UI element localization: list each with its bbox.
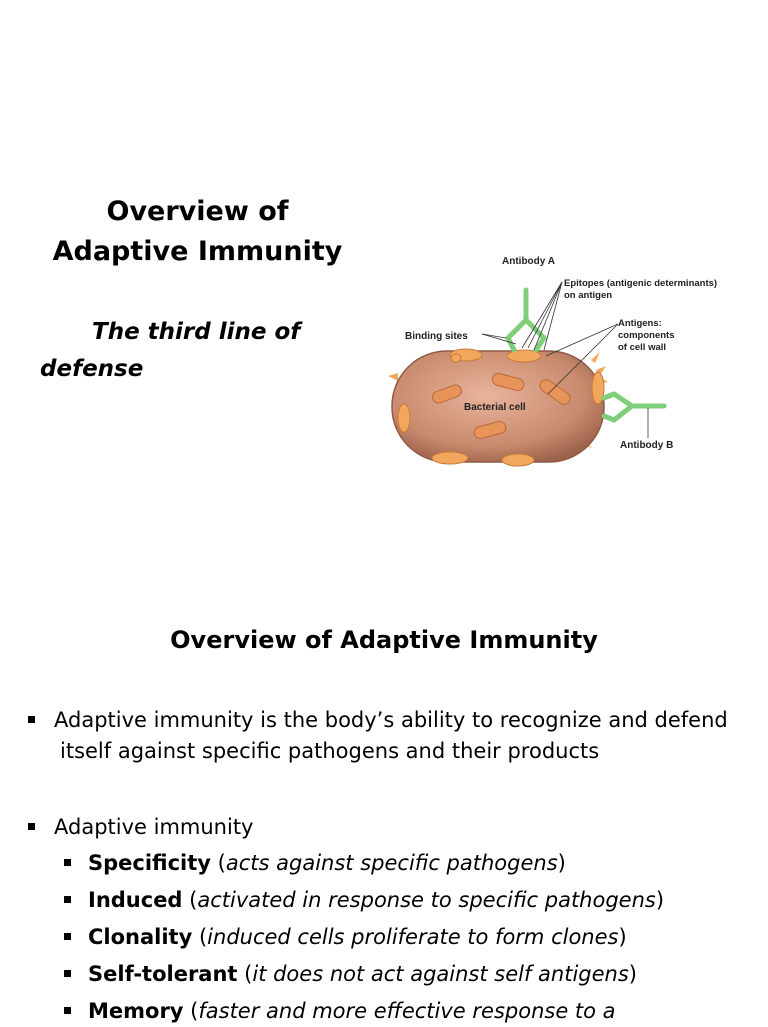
paren-open: ( — [211, 851, 226, 875]
slide-1-subtitle: The third line of defense — [40, 314, 340, 388]
label-epitopes-2: on antigen — [564, 290, 612, 301]
antigen-blobs — [397, 348, 605, 467]
slide-1-title: Overview of Adaptive Immunity — [40, 192, 355, 272]
subtitle-line-1: The third line of — [92, 319, 301, 345]
sub-item-desc: acts against specific pathogens — [225, 851, 558, 875]
sub-item-text: Clonality (induced cells proliferate to … — [88, 922, 627, 953]
label-antibody-b: Antibody B — [620, 440, 673, 451]
subtitle-line-2: defense — [40, 356, 144, 382]
bullet-marker — [64, 933, 71, 940]
sub-item-term: Memory — [88, 999, 184, 1023]
paren-close: ) — [628, 962, 637, 986]
internal-structures — [432, 372, 571, 440]
label-bacterial-cell: Bacterial cell — [464, 402, 526, 413]
sub-item-text: Self-tolerant (it does not act against s… — [88, 959, 637, 990]
sub-item-term: Self-tolerant — [88, 962, 238, 986]
sub-item-text: Specificity (acts against specific patho… — [88, 848, 566, 879]
paren-close: ) — [655, 888, 665, 912]
paren-open: ( — [183, 999, 199, 1023]
leader-lines — [481, 281, 649, 438]
antibody-b-shape — [601, 391, 667, 423]
sub-item-term: Specificity — [88, 851, 211, 875]
sub-item-desc: faster and more effective response to a — [198, 999, 616, 1023]
antibody-a-shape — [505, 287, 547, 353]
bullet-marker — [64, 970, 71, 977]
bullet-marker — [28, 823, 35, 830]
label-antigens-3: of cell wall — [618, 342, 666, 353]
label-epitopes-1: Epitopes (antigenic determinants) — [564, 278, 717, 289]
sub-item-text: Memory (faster and more effective respon… — [88, 996, 616, 1027]
bullet-marker — [64, 1007, 71, 1014]
sub-item-desc: induced cells proliferate to form clones — [207, 925, 619, 949]
paren-open: ( — [192, 925, 208, 949]
slide-2-title: Overview of Adaptive Immunity — [170, 626, 598, 654]
label-antigens-2: components — [618, 330, 674, 341]
bullet-marker — [64, 859, 71, 866]
title-line-1: Overview of — [106, 196, 289, 227]
bullet-1-line-2: itself against specific pathogens and th… — [60, 739, 600, 763]
paren-close: ) — [557, 851, 566, 875]
sub-item-text: Induced (activated in response to specif… — [88, 885, 664, 916]
sub-item-term: Clonality — [88, 925, 193, 949]
paren-close: ) — [618, 925, 627, 949]
bacterial-cell-figure: Antibody A Epitopes (antigenic determina… — [388, 256, 717, 467]
paren-open: ( — [182, 888, 198, 912]
sub-item-term: Induced — [88, 888, 183, 912]
label-binding-sites: Binding sites — [405, 331, 468, 342]
title-line-2: Adaptive Immunity — [52, 236, 343, 267]
bullet-marker — [28, 716, 35, 723]
bullet-1-text: Adaptive immunity is the body’s ability … — [54, 705, 754, 767]
slide-2: Overview of Adaptive Immunity Adaptive i… — [0, 600, 768, 1024]
bacterial-cell-body — [391, 350, 605, 463]
label-antigens-1: Antigens: — [618, 318, 662, 329]
bullet-marker — [64, 896, 71, 903]
label-antibody-a: Antibody A — [502, 256, 555, 267]
paren-open: ( — [237, 962, 253, 986]
bullet-2-text: Adaptive immunity — [54, 815, 254, 839]
sub-item-desc: activated in response to specific pathog… — [197, 888, 656, 912]
bullet-1-line-1: Adaptive immunity is the body’s ability … — [54, 708, 728, 732]
slide-1: Overview of Adaptive Immunity The third … — [40, 192, 717, 467]
sub-item-desc: it does not act against self antigens — [252, 962, 629, 986]
